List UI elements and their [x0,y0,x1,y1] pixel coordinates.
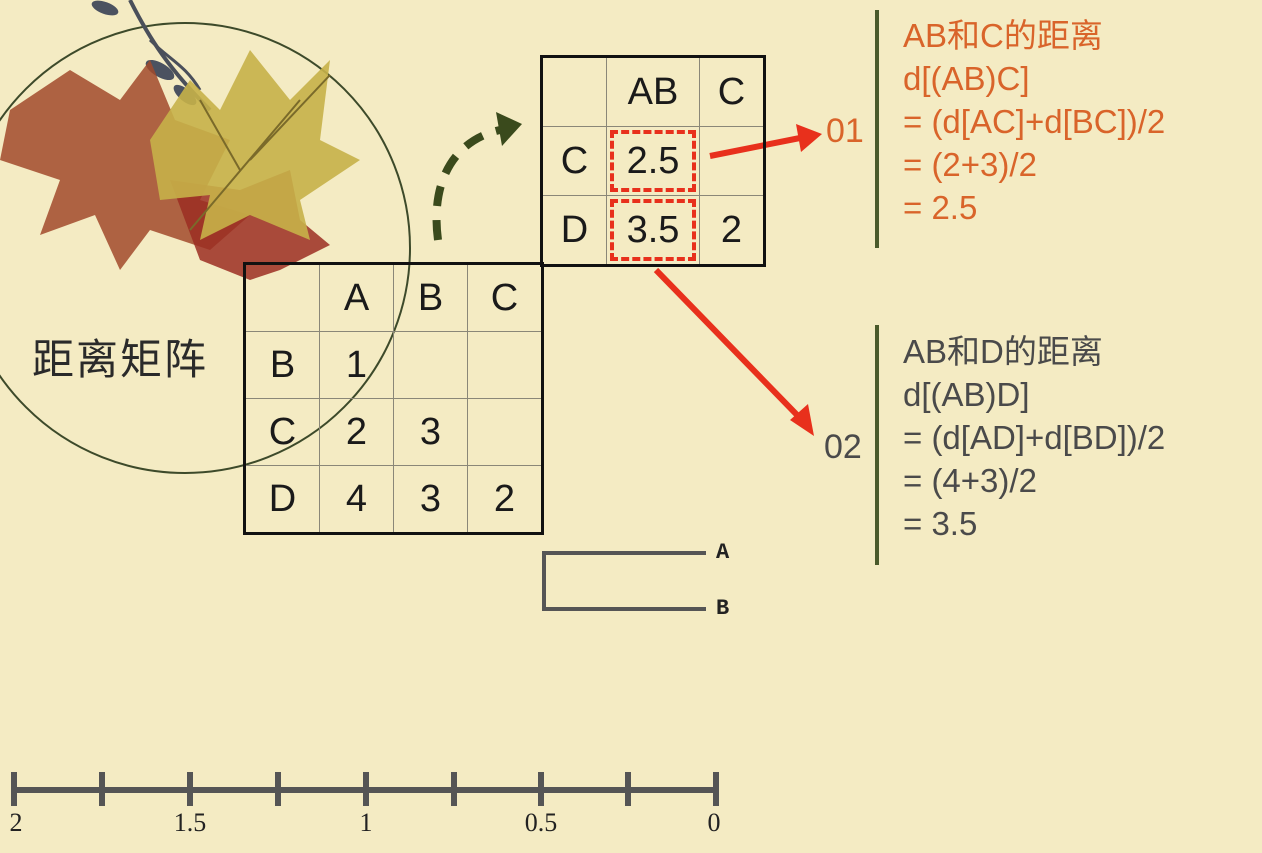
matrix-cell: C [699,56,765,127]
page-title: 距离矩阵 [32,335,209,384]
red-arrow-1-head [796,124,822,152]
matrix-cell [541,56,607,127]
axis-tick-label: 0.5 [524,808,558,837]
formula-line: = (d[AD]+d[BD])/2 [903,419,1166,456]
matrix-row: D 4 3 2 [244,465,543,534]
axis-tick-label: 1.5 [173,808,207,837]
matrix-cell: C [244,398,320,466]
dashed-arrow [432,126,501,241]
matrix-cell: 3 [393,398,468,466]
matrix-cell: 1 [319,331,394,399]
formula-block-1: AB和C的距离 d[(AB)C] = (d[AC]+d[BC])/2 = (2+… [903,14,1165,229]
bud-3 [91,0,119,16]
matrix-cell: C [467,263,543,332]
formula-line: = 3.5 [903,505,978,542]
bud-1 [145,59,175,81]
matrix-cell [467,331,543,399]
matrix-cell [699,126,765,196]
highlighted-cell: 3.5 [606,195,700,266]
axis-tick-label: 1 [359,808,373,837]
formula-line: = (4+3)/2 [903,462,1037,499]
matrix-header-row: AB C [541,56,765,127]
leaf-veins [189,74,331,231]
matrix-cell: 2 [467,465,543,534]
formula-line: = (d[AC]+d[BC])/2 [903,103,1166,140]
red-arrow-2-head [790,404,814,436]
axis-tick-label: 0 [707,808,721,837]
red-arrow-2 [653,267,803,421]
axis-tick-label: 2 [9,808,23,837]
twig-2 [148,38,202,91]
decorative-circle [0,22,411,474]
formula-line: AB和C的距离 [903,17,1103,54]
dashed-arrow-head [496,112,522,146]
formula-line: d[(AB)C] [903,60,1030,97]
matrix-cell: B [244,331,320,399]
matrix-cell [244,263,320,332]
matrix-cell: D [541,195,607,266]
matrix-cell [467,398,543,466]
matrix-cell: AB [606,56,700,127]
matrix-cell [393,331,468,399]
matrix-cell: 4 [319,465,394,534]
distance-matrix-1: A B C B 1 C 2 3 D 4 3 2 [243,262,544,535]
matrix-cell: A [319,263,394,332]
scale-axis [11,772,719,806]
highlighted-cell: 2.5 [606,126,700,196]
matrix-row: C 2 3 [244,398,543,466]
matrix-cell: D [244,465,320,534]
step-number-2: 02 [824,428,862,466]
dendrogram [542,551,706,611]
matrix-row: D 3.5 2 [541,195,765,266]
formula-line: d[(AB)D] [903,376,1030,413]
distance-matrix-2: AB C C 2.5 D 3.5 2 [540,55,766,267]
formula-line: = (2+3)/2 [903,146,1037,183]
dendrogram-leaf-b: B [716,596,730,621]
matrix-cell: 2 [699,195,765,266]
formula-block-2: AB和D的距离 d[(AB)D] = (d[AD]+d[BD])/2 = (4+… [903,330,1165,545]
matrix-cell: 3 [393,465,468,534]
matrix-cell: C [541,126,607,196]
matrix-row: C 2.5 [541,126,765,196]
matrix-header-row: A B C [244,263,543,332]
step-number-1: 01 [826,112,864,150]
formula-line: AB和D的距离 [903,333,1103,370]
matrix-cell: B [393,263,468,332]
formula-line: = 2.5 [903,189,978,226]
matrix-row: B 1 [244,331,543,399]
matrix-cell: 2 [319,398,394,466]
dendrogram-leaf-a: A [716,540,730,565]
